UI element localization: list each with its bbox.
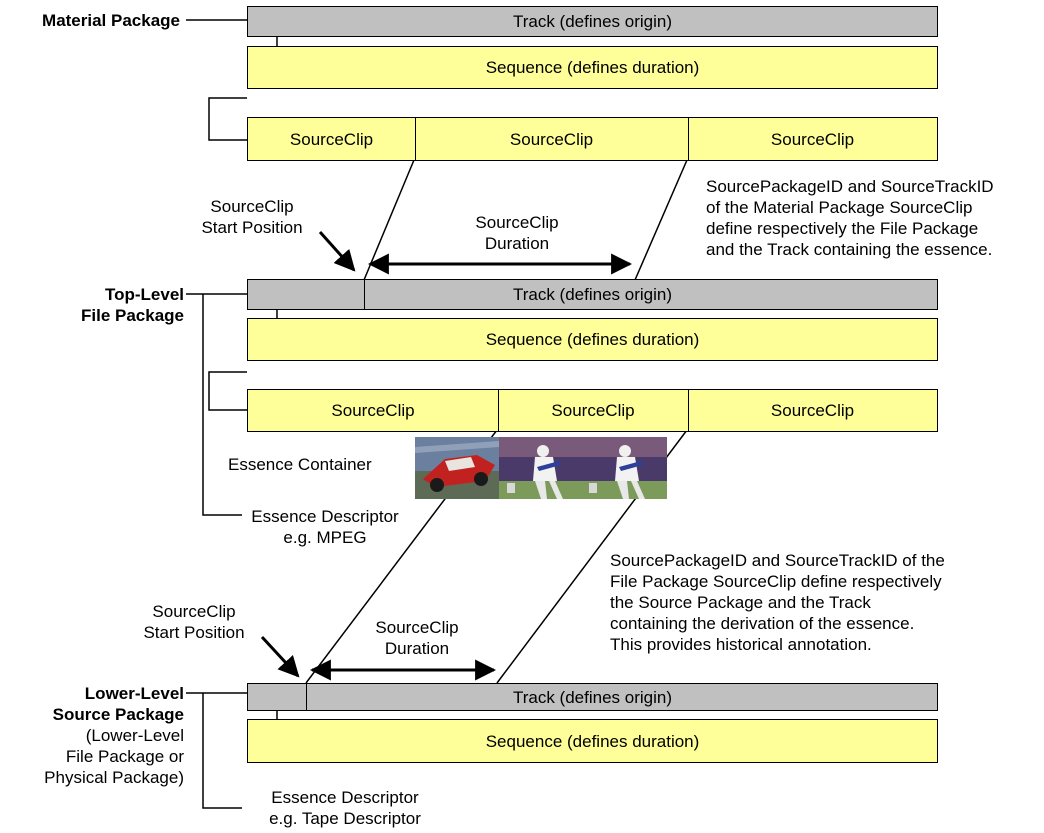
baseball-frame-image-1: [499, 437, 583, 499]
note-file-line1: SourcePackageID and SourceTrackID of the: [610, 551, 945, 570]
file-package-track: Track (defines origin): [247, 279, 938, 310]
note-material-line2: of the Material Package SourceClip: [706, 198, 973, 217]
note-material-line4: and the Track containing the essence.: [706, 240, 993, 259]
race-car-frame-image: [415, 437, 499, 499]
lower-level-note-line3: Physical Package): [44, 768, 184, 787]
start-position-bottom-line1: SourceClip: [152, 602, 236, 621]
material-track: Track (defines origin): [247, 6, 938, 37]
start-position-line1: SourceClip: [210, 197, 294, 216]
file-package-track-label: Track (defines origin): [512, 285, 673, 304]
top-level-line1: Top-Level: [104, 285, 184, 304]
essence-descriptor-mpeg-line2: e.g. MPEG: [283, 528, 367, 547]
note-file-line2: File Package SourceClip define respectiv…: [610, 572, 942, 591]
essence-descriptor-mpeg: Essence Descriptor e.g. MPEG: [242, 506, 408, 548]
start-position-arrow-top: [318, 230, 356, 272]
file-sourceclip-3: SourceClip: [770, 401, 855, 420]
start-position-arrow-bottom: [260, 635, 300, 678]
source-package-track: Track (defines origin): [247, 683, 938, 711]
duration-bottom-line1: SourceClip: [375, 618, 459, 637]
source-package-track-label: Track (defines origin): [512, 687, 673, 707]
lower-level-note-line2: File Package or: [65, 747, 184, 766]
material-sourceclip-2: SourceClip: [415, 118, 689, 160]
file-sourceclip-1: SourceClip: [248, 390, 499, 431]
start-position-bottom-line2: Start Position: [143, 623, 245, 642]
source-package-sequence: Sequence (defines duration): [247, 719, 938, 763]
start-position-label-top: SourceClip Start Position: [190, 196, 314, 238]
duration-label-bottom: SourceClip Duration: [352, 617, 482, 659]
material-sourceclip-1: SourceClip: [248, 118, 416, 160]
duration-label-top: SourceClip Duration: [452, 212, 582, 254]
lower-level-line1: Lower-Level: [84, 684, 184, 703]
note-material-package: SourcePackageID and SourceTrackID of the…: [706, 176, 994, 260]
duration-line1: SourceClip: [475, 213, 559, 232]
lower-level-source-package-label: Lower-Level Source Package (Lower-Level …: [20, 683, 184, 788]
note-file-line5: This provides historical annotation.: [610, 635, 872, 654]
essence-descriptor-tape-line1: Essence Descriptor: [271, 788, 419, 807]
note-material-line3: define respectively the File Package: [706, 219, 979, 238]
file-package-sequence: Sequence (defines duration): [247, 318, 938, 361]
essence-descriptor-tape: Essence Descriptor e.g. Tape Descriptor: [242, 787, 448, 829]
material-sequence: Sequence (defines duration): [247, 46, 938, 89]
note-file-package: SourcePackageID and SourceTrackID of the…: [610, 550, 945, 655]
track-origin-divider: [364, 280, 365, 309]
note-file-line3: the Source Package and the Track: [610, 593, 871, 612]
top-level-line2: File Package: [80, 306, 184, 325]
duration-bottom-line2: Duration: [384, 639, 450, 658]
file-sourceclip-2: SourceClip: [498, 390, 689, 431]
material-sourceclip-row: SourceClip SourceClip SourceClip: [247, 117, 938, 161]
material-package-label: Material Package: [42, 11, 180, 30]
lower-level-line2: Source Package: [52, 705, 184, 724]
note-material-line1: SourcePackageID and SourceTrackID: [706, 177, 994, 196]
duration-line2: Duration: [484, 234, 550, 253]
essence-descriptor-mpeg-line1: Essence Descriptor: [251, 507, 399, 526]
top-level-file-package-label: Top-Level File Package: [60, 284, 184, 326]
essence-descriptor-tape-line2: e.g. Tape Descriptor: [269, 809, 421, 828]
baseball-frame-image-2: [583, 437, 667, 499]
material-sourceclip-3: SourceClip: [770, 129, 855, 149]
start-position-label-bottom: SourceClip Start Position: [132, 601, 256, 643]
start-position-line2: Start Position: [201, 218, 303, 237]
source-track-origin-divider: [306, 684, 307, 710]
file-package-sourceclip-row: SourceClip SourceClip SourceClip: [247, 389, 938, 432]
note-file-line4: containing the derivation of the essence…: [610, 614, 915, 633]
lower-level-note-line1: (Lower-Level: [85, 726, 184, 745]
essence-container-label: Essence Container: [228, 455, 372, 474]
